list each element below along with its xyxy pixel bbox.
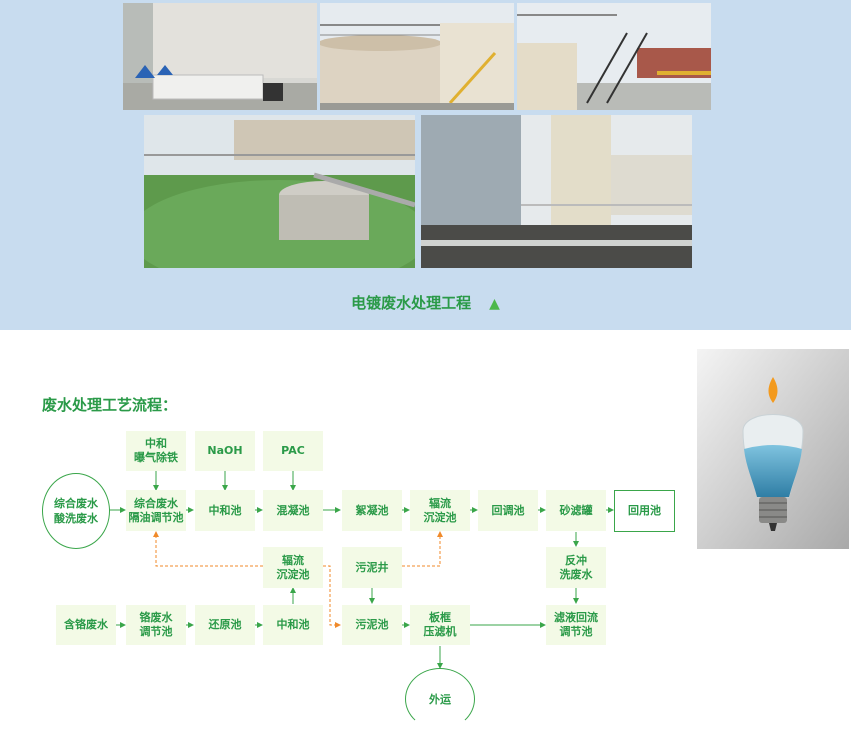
node-sludge-tank: 污泥池: [342, 605, 402, 645]
node-chromium-wastewater: 含铬废水: [56, 605, 116, 645]
node-export: 外运: [405, 668, 475, 730]
dashed-edge: [402, 531, 443, 567]
treatment-plant-photo: [517, 3, 711, 110]
node-radial-settling-1: 辐流 沉淀池: [410, 490, 470, 531]
node-neutralize-aerate: 中和 曝气除铁: [126, 431, 186, 471]
node-reuse-tank: 回用池: [614, 490, 675, 532]
node-neutralization-2: 中和池: [263, 605, 323, 645]
node-neutralization-1: 中和池: [195, 490, 255, 531]
node-filter-press: 板框 压滤机: [410, 605, 470, 645]
node-radial-settling-2: 辐流 沉淀池: [263, 547, 323, 588]
node-sand-filter: 砂滤罐: [546, 490, 606, 531]
node-mixed-oil-tank: 综合废水 隔油调节池: [126, 490, 186, 531]
node-pac: PAC: [263, 431, 323, 471]
sedimentation-tank-photo: [144, 115, 415, 268]
banner-caption: 电镀废水处理工程 ▲: [0, 292, 851, 313]
treatment-plant-photo: [320, 3, 514, 110]
node-filtrate-adjust: 滤液回流 调节池: [546, 605, 606, 645]
dashed-edge: [323, 565, 341, 628]
dashed-edge: [153, 531, 263, 567]
node-flocculation: 絮凝池: [342, 490, 402, 531]
node-return-adjust: 回调池: [478, 490, 538, 531]
node-backwash: 反冲 洗废水: [546, 547, 606, 588]
node-naoh: NaOH: [195, 431, 255, 471]
process-title: 废水处理工艺流程：: [42, 396, 178, 414]
treatment-plant-photo: [123, 3, 317, 110]
node-coagulation: 混凝池: [263, 490, 323, 531]
node-sludge-well: 污泥井: [342, 547, 402, 588]
node-reduction: 还原池: [195, 605, 255, 645]
triangle-marker-icon: ▲: [489, 296, 500, 312]
node-chromium-adjust: 铬废水 调节池: [126, 605, 186, 645]
caption-text: 电镀废水处理工程: [351, 294, 472, 312]
bulb-water-icon: [697, 349, 849, 549]
treatment-plant-photo: [421, 115, 692, 268]
node-mixed-wastewater-input: 综合废水 酸洗废水: [42, 473, 110, 549]
